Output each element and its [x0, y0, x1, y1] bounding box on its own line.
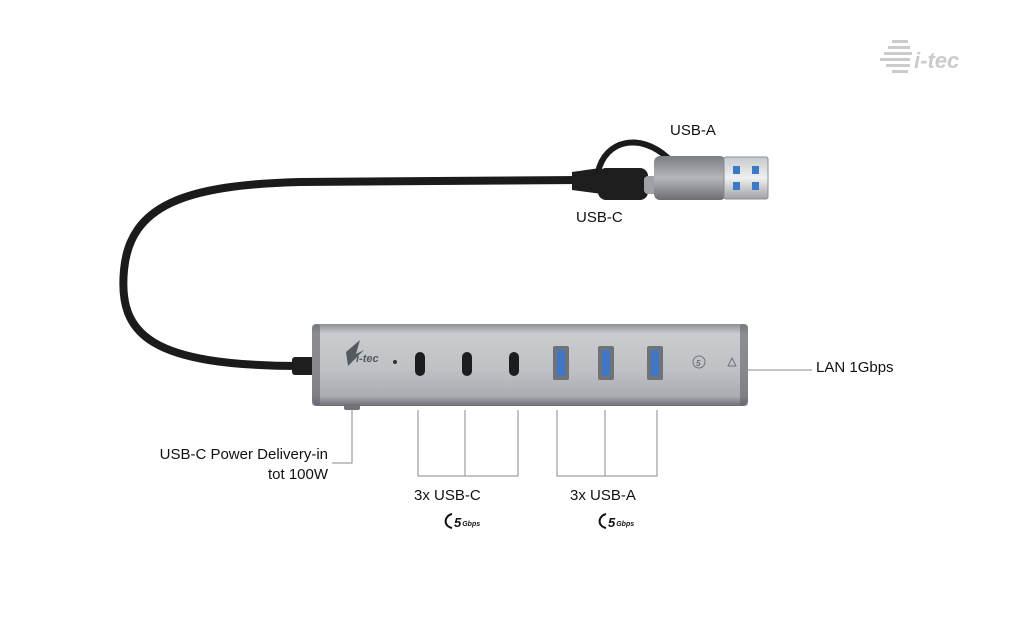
usb-a-ports-label: 3x USB-A [570, 487, 636, 504]
hub-body [312, 324, 748, 406]
led-indicator [393, 360, 397, 364]
brand-logo-text: i-tec [914, 48, 960, 73]
speed-number: 5 [454, 515, 462, 530]
leader-lines [332, 369, 812, 477]
usb-c-connector-label: USB-C [576, 209, 623, 226]
usb-a-port-3 [647, 346, 663, 380]
usb-a-speed-badge: 5 Gbps [596, 512, 634, 530]
speed-unit: Gbps [462, 521, 481, 528]
speed-unit: Gbps [616, 521, 635, 528]
svg-text:5: 5 [696, 359, 701, 368]
hub-logo-icon [346, 340, 364, 366]
usb-c-speed-badge: 5 Gbps [442, 512, 480, 530]
usb-c-ports-label: 3x USB-C [414, 487, 481, 504]
usb-a-port-2 [598, 346, 614, 380]
main-cable [119, 176, 584, 370]
pd-label-line-2: tot 100W [267, 466, 328, 483]
speed-swoosh-icon [444, 513, 453, 529]
usb-c-bracket-line [417, 410, 519, 477]
pd-label-line-1: USB-C Power Delivery-in [159, 446, 328, 463]
usb-c-port-2 [462, 352, 472, 376]
lan-port-icon [727, 356, 737, 367]
usb-c-plug [598, 168, 648, 200]
pd-label: USB-C Power Delivery-in tot 100W [120, 445, 328, 485]
usb-a-adapter [654, 156, 726, 200]
lan-label: LAN 1Gbps [816, 359, 894, 376]
pd-leader-line [332, 410, 353, 464]
speed-number: 5 [608, 515, 616, 530]
hub-speed-mark-icon: 5 [692, 355, 706, 369]
usb-a-bracket-line [556, 410, 658, 477]
brand-logo-icon [880, 40, 912, 73]
pd-in-port [344, 404, 360, 410]
hub-logo-text: i-tec [356, 353, 379, 365]
usb-a-port-1 [553, 346, 569, 380]
usb-c-port-3 [509, 352, 519, 376]
usb-a-connector-label: USB-A [670, 122, 716, 139]
usb-a-branch-cable [595, 139, 671, 175]
usb-c-port-1 [415, 352, 425, 376]
cable-splitter [572, 168, 602, 194]
cable-strain-relief [292, 357, 316, 375]
speed-swoosh-icon [598, 513, 607, 529]
